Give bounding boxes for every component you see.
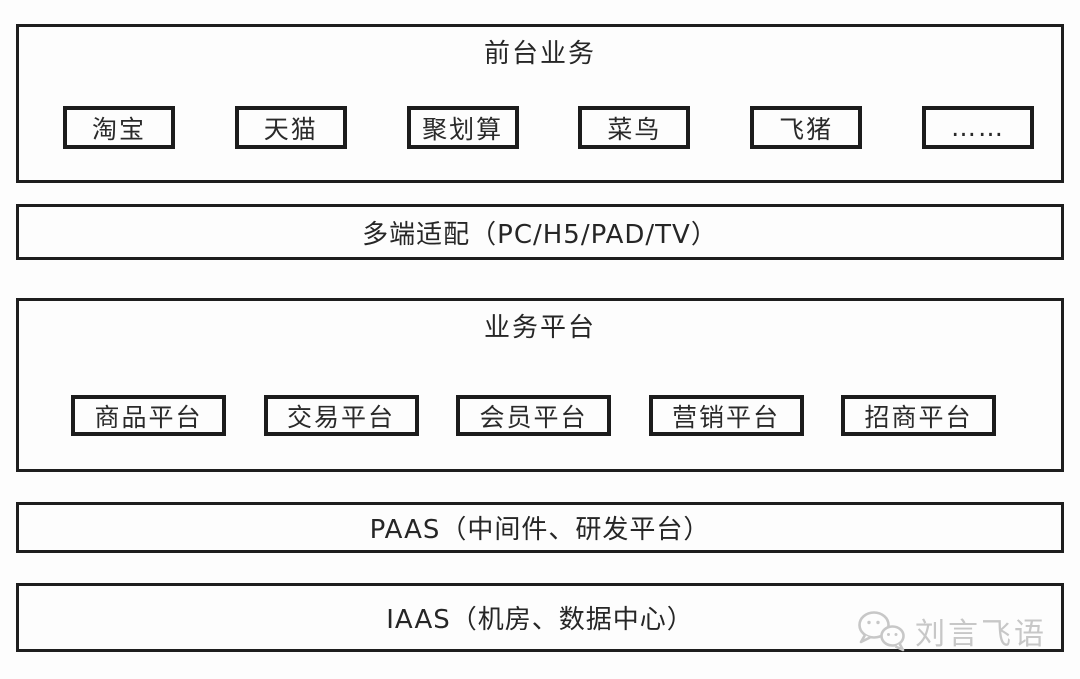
platform-box-goods: 商品平台 xyxy=(71,395,226,436)
layer-iaas: IAAS（机房、数据中心） xyxy=(16,583,1064,652)
app-box-cainiao: 菜鸟 xyxy=(578,106,691,149)
app-box-fliggy: 飞猪 xyxy=(750,106,863,149)
paas-label: PAAS（中间件、研发平台） xyxy=(369,515,711,545)
watermark: 刘言飞语 xyxy=(856,609,1047,653)
adapter-label: 多端适配（PC/H5/PAD/TV） xyxy=(362,219,718,250)
layer-business-platform: 业务平台 商品平台 交易平台 会员平台 营销平台 招商平台 xyxy=(16,298,1064,472)
adapter-label-wrap: 多端适配（PC/H5/PAD/TV） xyxy=(19,207,1061,257)
wechat-chat-bubbles-icon xyxy=(856,609,908,653)
watermark-text: 刘言飞语 xyxy=(915,617,1047,652)
platform-box-investment: 招商平台 xyxy=(841,395,996,436)
app-box-juhuasuan: 聚划算 xyxy=(406,106,519,149)
frontend-layer-title: 前台业务 xyxy=(483,39,596,69)
paas-label-wrap: PAAS（中间件、研发平台） xyxy=(19,505,1061,550)
layer-multi-terminal-adaptation: 多端适配（PC/H5/PAD/TV） xyxy=(16,204,1064,260)
platform-box-trade: 交易平台 xyxy=(263,395,419,436)
app-box-tmall: 天猫 xyxy=(234,106,347,149)
app-box-taobao: 淘宝 xyxy=(63,106,175,149)
iaas-label: IAAS（机房、数据中心） xyxy=(386,605,694,635)
business-platforms-row: 商品平台 交易平台 会员平台 营销平台 招商平台 xyxy=(71,395,996,436)
app-box-ellipsis: …… xyxy=(921,106,1034,149)
business-layer-title: 业务平台 xyxy=(483,313,596,343)
iaas-label-wrap: IAAS（机房、数据中心） xyxy=(19,586,1061,649)
layer-paas: PAAS（中间件、研发平台） xyxy=(16,502,1064,553)
platform-box-marketing: 营销平台 xyxy=(648,395,804,436)
layer-frontend-business: 前台业务 淘宝 天猫 聚划算 菜鸟 飞猪 …… xyxy=(16,24,1064,183)
platform-box-member: 会员平台 xyxy=(456,395,611,436)
frontend-apps-row: 淘宝 天猫 聚划算 菜鸟 飞猪 …… xyxy=(63,106,1034,149)
